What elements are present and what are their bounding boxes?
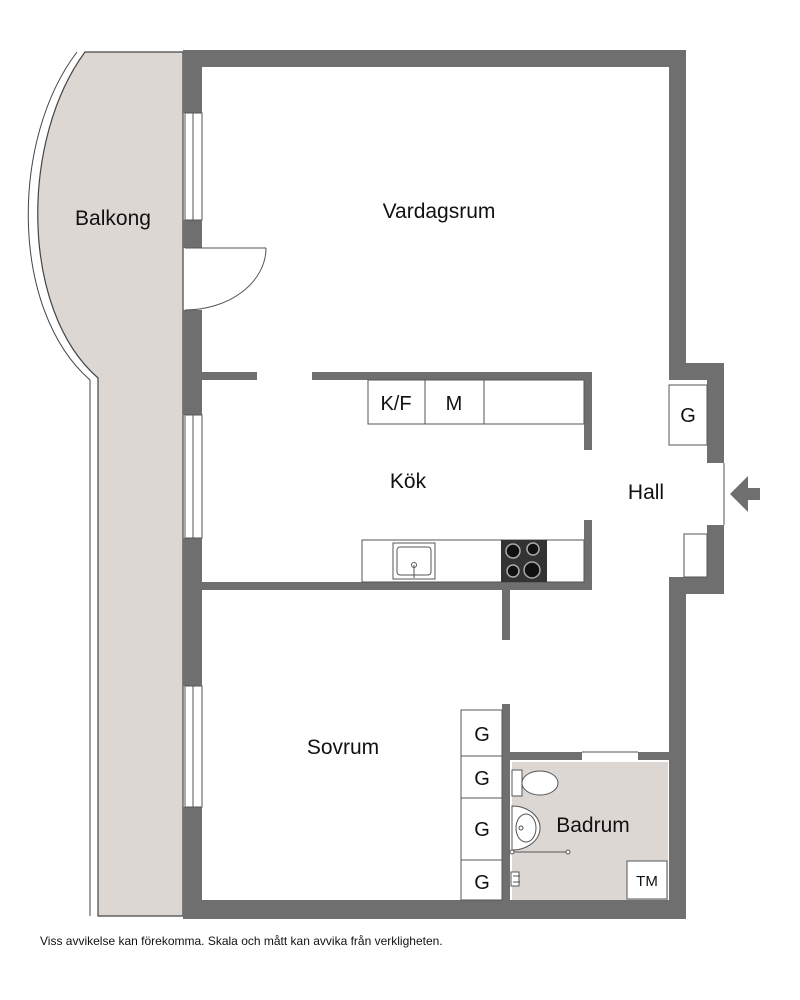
wardrobe-2-label: G (474, 768, 490, 790)
shower-icon (509, 849, 571, 887)
washing-machine-label: TM (636, 873, 658, 890)
microwave-label: M (446, 393, 463, 415)
outer-walls (183, 50, 724, 919)
sink-icon (392, 542, 436, 580)
balcony-label: Balkong (75, 207, 151, 230)
bedroom-label: Sovrum (307, 736, 379, 759)
wardrobe-4-label: G (474, 872, 490, 894)
disclaimer-text: Viss avvikelse kan förekomma. Skala och … (40, 934, 443, 948)
hall-wardrobe-label: G (680, 405, 696, 427)
wardrobe-1-label: G (474, 724, 490, 746)
stove-icon (501, 540, 547, 582)
wardrobe-3-label: G (474, 819, 490, 841)
balcony-rail (27, 51, 91, 916)
toilet-icon (511, 769, 559, 797)
washbasin-icon (511, 805, 541, 851)
windows (184, 112, 203, 808)
balcony-area (37, 51, 184, 917)
arrow-left-icon (730, 476, 760, 512)
interior-walls (202, 372, 686, 919)
hall-cabinet (683, 533, 708, 578)
fridge-freezer-label: K/F (380, 393, 411, 415)
washing-machine (626, 860, 668, 900)
balcony-door (184, 247, 267, 311)
kitchen-label: Kök (390, 470, 427, 493)
living-room-label: Vardagsrum (383, 200, 496, 223)
kitchen-upper-counter (367, 379, 585, 425)
bedroom-wardrobes (460, 709, 503, 901)
bathroom-label: Badrum (556, 814, 630, 837)
hall-label: Hall (628, 481, 664, 504)
hall-wardrobe (668, 384, 708, 446)
